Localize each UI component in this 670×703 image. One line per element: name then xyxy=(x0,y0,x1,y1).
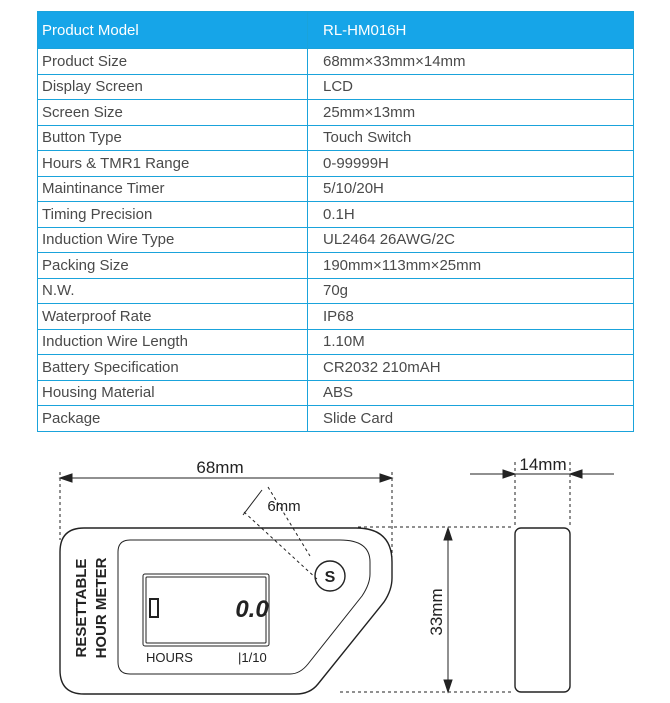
row-value: UL2464 26AWG/2C xyxy=(307,226,634,253)
side-view xyxy=(514,527,571,693)
row-value: 190mm×113mm×25mm xyxy=(307,252,634,279)
brand-line-2: HOUR METER xyxy=(93,557,110,658)
row-label: N.W. xyxy=(37,277,308,304)
s-button-label: S xyxy=(325,569,336,586)
row-label: Display Screen xyxy=(37,73,308,100)
device-inner-panel xyxy=(117,539,371,675)
row-label: Induction Wire Type xyxy=(37,226,308,253)
height-label: 33mm xyxy=(427,588,446,635)
table-row: N.W.70g xyxy=(37,277,634,304)
row-value: ABS xyxy=(307,379,634,406)
row-label: Maintinance Timer xyxy=(37,175,308,202)
device-body-outline xyxy=(59,527,393,695)
width-label: 68mm xyxy=(196,458,243,477)
row-label: Hours & TMR1 Range xyxy=(37,150,308,177)
lcd-indicator-icon xyxy=(149,598,159,618)
header-value: RL-HM016H xyxy=(307,11,634,49)
row-label: Product Size xyxy=(37,48,308,75)
hole-label: 6mm xyxy=(267,498,300,515)
row-label: Timing Precision xyxy=(37,201,308,228)
row-value: 25mm×13mm xyxy=(307,99,634,126)
row-label: Package xyxy=(37,405,308,432)
row-label: Housing Material xyxy=(37,379,308,406)
row-value: 0-99999H xyxy=(307,150,634,177)
row-value: Touch Switch xyxy=(307,124,634,151)
brand-line-1: RESETTABLE xyxy=(73,559,90,658)
row-value: 1.10M xyxy=(307,328,634,355)
row-label: Screen Size xyxy=(37,99,308,126)
row-label: Battery Specification xyxy=(37,354,308,381)
header-label: Product Model xyxy=(37,11,308,49)
row-value: LCD xyxy=(307,73,634,100)
table-header-row: Product Model RL-HM016H xyxy=(37,11,634,49)
row-value: 0.1H xyxy=(307,201,634,228)
row-label: Induction Wire Length xyxy=(37,328,308,355)
s-button xyxy=(314,560,346,592)
row-label: Packing Size xyxy=(37,252,308,279)
row-label: Button Type xyxy=(37,124,308,151)
row-value: 68mm×33mm×14mm xyxy=(307,48,634,75)
ratio-label: |1/10 xyxy=(238,650,267,665)
hours-label: HOURS xyxy=(146,650,193,665)
row-value: 5/10/20H xyxy=(307,175,634,202)
row-label: Waterproof Rate xyxy=(37,303,308,330)
depth-label: 14mm xyxy=(519,455,566,474)
lcd-digits: 0.0 xyxy=(235,596,269,623)
lcd-screen xyxy=(142,573,270,647)
row-value: CR2032 210mAH xyxy=(307,354,634,381)
dimension-diagram: 68mm 14mm 6mm 33mm RESETTABLE HOUR METER… xyxy=(58,455,614,695)
row-value: Slide Card xyxy=(307,405,634,432)
hole-dimension-line xyxy=(242,489,263,516)
row-value: IP68 xyxy=(307,303,634,330)
row-value: 70g xyxy=(307,277,634,304)
